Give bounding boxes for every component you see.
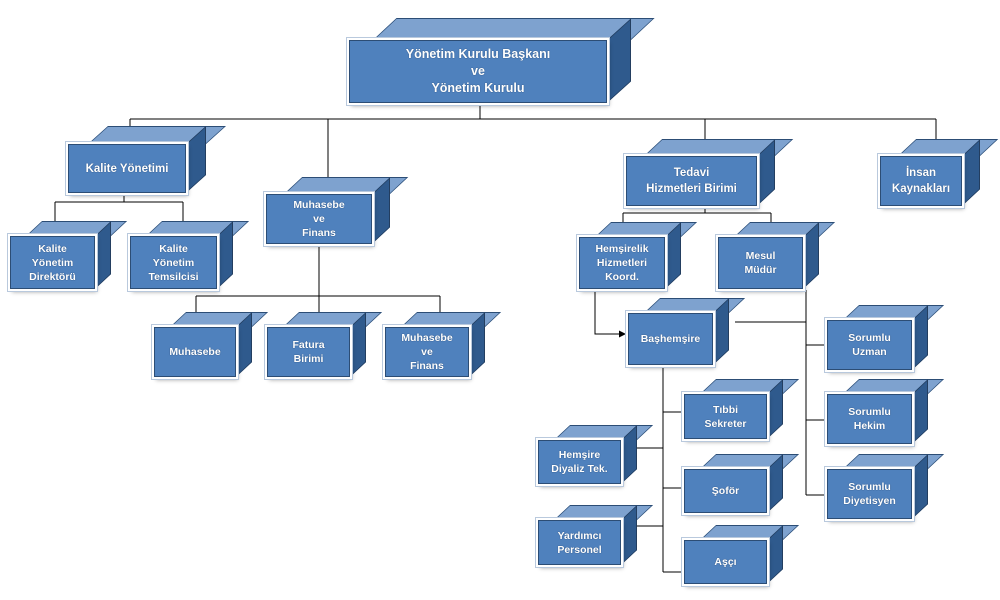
medical-secretary-node: Tıbbi Sekreter bbox=[684, 379, 800, 439]
billing-node: Fatura Birimi bbox=[267, 312, 383, 377]
accounting-finance-label: Muhasebe ve Finans bbox=[293, 199, 345, 239]
accounting-finance-node: Muhasebe ve Finans bbox=[266, 177, 409, 244]
responsible-specialist-node: Sorumlu Uzman bbox=[827, 305, 945, 370]
quality-management-node: Kalite Yönetimi bbox=[68, 125, 226, 193]
responsible-dietitian-node: Sorumlu Diyetisyen bbox=[827, 454, 945, 519]
treatment-services-node: Tedavi Hizmetleri Birimi bbox=[626, 139, 794, 206]
human-resources-node: İnsan Kaynakları bbox=[880, 139, 999, 206]
assistant-staff-label: Yardımcı Personel bbox=[557, 529, 602, 556]
quality-representative-node: Kalite Yönetim Temsilcisi bbox=[130, 221, 250, 289]
quality-management-label: Kalite Yönetimi bbox=[85, 162, 169, 175]
quality-director-node: Kalite Yönetim Direktörü bbox=[10, 221, 128, 289]
human-resources-label: İnsan Kaynakları bbox=[891, 167, 951, 195]
responsible-manager-label: Mesul Müdür bbox=[744, 250, 777, 276]
responsible-physician-node: Sorumlu Hekim bbox=[827, 379, 945, 444]
dialysis-nurse-node: Hemşire Diyaliz Tek. bbox=[538, 425, 654, 484]
driver-label: Şoför bbox=[711, 485, 740, 497]
responsible-specialist-label: Sorumlu Uzman bbox=[848, 332, 891, 358]
medical-secretary-label: Tıbbi Sekreter bbox=[704, 403, 747, 430]
nursing-coordination-node: Hemşirelik Hizmetleri Koord. bbox=[579, 222, 698, 289]
accounting-label: Muhasebe bbox=[169, 346, 221, 358]
accounting-finance-sub-label: Muhasebe ve Finans bbox=[401, 332, 453, 372]
quality-director-label: Kalite Yönetim Direktörü bbox=[29, 242, 76, 283]
responsible-manager-node: Mesul Müdür bbox=[718, 222, 836, 289]
accounting-node: Muhasebe bbox=[154, 312, 269, 377]
cook-node: Aşçı bbox=[684, 525, 800, 584]
treatment-services-label: Tedavi Hizmetleri Birimi bbox=[646, 167, 737, 195]
board-node: Yönetim Kurulu Başkanı ve Yönetim Kurulu bbox=[349, 18, 655, 103]
nursing-coordination-label: Hemşirelik Hizmetleri Koord. bbox=[595, 243, 649, 283]
head-nurse-label: Başhemşire bbox=[640, 333, 701, 345]
assistant-staff-node: Yardımcı Personel bbox=[538, 505, 654, 565]
cook-label: Aşçı bbox=[714, 556, 737, 568]
accounting-finance-sub-node: Muhasebe ve Finans bbox=[385, 312, 502, 377]
responsible-physician-label: Sorumlu Hekim bbox=[848, 406, 891, 432]
head-nurse-node: Başhemşire bbox=[628, 298, 746, 365]
dialysis-nurse-label: Hemşire Diyaliz Tek. bbox=[551, 449, 608, 475]
responsible-dietitian-label: Sorumlu Diyetisyen bbox=[843, 481, 896, 507]
driver-node: Şoför bbox=[684, 454, 800, 513]
quality-representative-label: Kalite Yönetim Temsilcisi bbox=[148, 242, 199, 283]
board-label: Yönetim Kurulu Başkanı ve Yönetim Kurulu bbox=[405, 47, 551, 95]
billing-label: Fatura Birimi bbox=[292, 339, 325, 365]
